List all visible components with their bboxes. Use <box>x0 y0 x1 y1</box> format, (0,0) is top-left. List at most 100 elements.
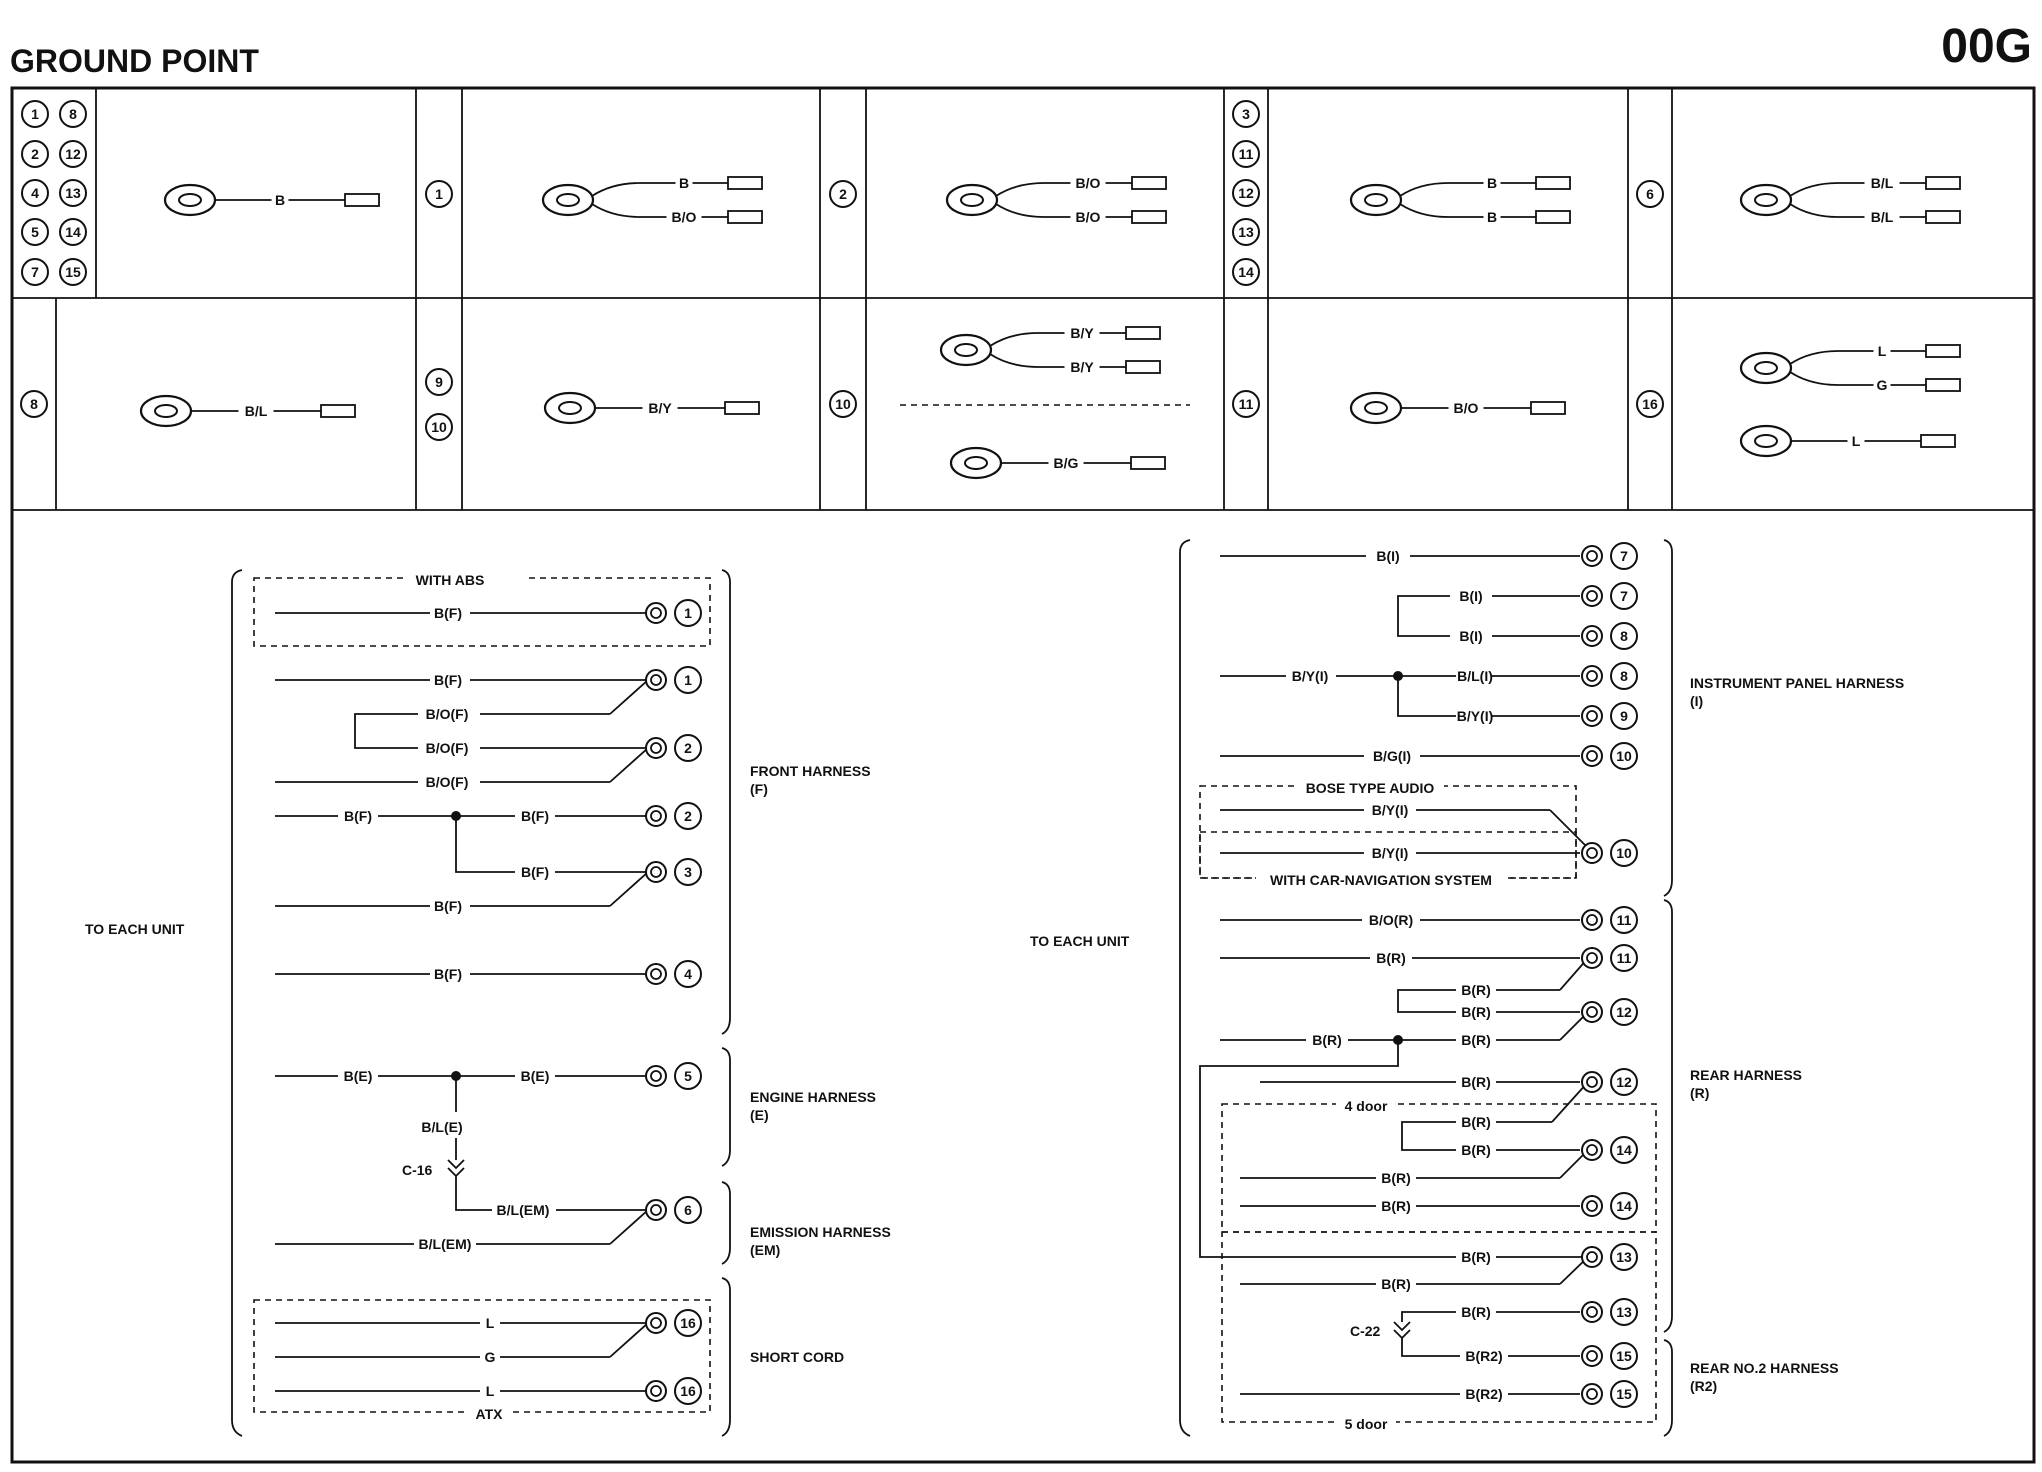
left-ground-3-id-label: 2 <box>684 808 692 824</box>
right-ground-10: 12 <box>1581 1068 1638 1096</box>
cell2-wire-b: B/O <box>1044 209 1167 225</box>
ground-id-10: 10 <box>829 390 857 418</box>
left-wiring: WITH ABS B(F) B(F) B/O(F) B/O(F) B/O(F) … <box>253 570 711 1422</box>
svg-text:(E): (E) <box>750 1107 769 1123</box>
cell9-eyelet <box>1739 351 1793 385</box>
cell4-eyelet <box>1739 183 1793 217</box>
ground-id-15-label: 15 <box>65 264 81 280</box>
ground-id-8: 8 <box>59 100 87 128</box>
left-ground-5: 4 <box>645 960 702 988</box>
left-ground-5-id: 4 <box>674 960 702 988</box>
svg-text:B/Y(I): B/Y(I) <box>1372 802 1409 818</box>
svg-text:C-16: C-16 <box>402 1162 433 1178</box>
svg-text:B/Y(I): B/Y(I) <box>1457 708 1494 724</box>
ground-id-8-label: 8 <box>30 396 38 412</box>
cell9-fork <box>1789 350 1839 386</box>
svg-text:B(R): B(R) <box>1461 1004 1491 1020</box>
ground-id-1: 1 <box>425 180 453 208</box>
right-ground-13-id-label: 13 <box>1616 1249 1632 1265</box>
svg-text:B/O(F): B/O(F) <box>426 706 469 722</box>
left-ground-1-id: 1 <box>674 666 702 694</box>
ground-id-2-label: 2 <box>839 186 847 202</box>
cell8-wire-label: B/O <box>1454 400 1479 416</box>
svg-text:B(R): B(R) <box>1461 1142 1491 1158</box>
cell7-wire-a: B/Y <box>1038 325 1161 341</box>
ground-id-6: 6 <box>1636 180 1664 208</box>
right-ground-4-id: 9 <box>1610 702 1638 730</box>
left-ground-1-id-label: 1 <box>684 672 692 688</box>
right-ground-16-id-label: 15 <box>1616 1386 1632 1402</box>
svg-text:G: G <box>485 1349 496 1365</box>
cell1-wire-b-label: B/O <box>672 209 697 225</box>
cell9b-eyelet <box>1739 424 1793 458</box>
ground-id-10-label: 10 <box>431 419 447 435</box>
svg-text:WITH CAR-NAVIGATION SYSTEM: WITH CAR-NAVIGATION SYSTEM <box>1270 872 1492 888</box>
svg-text:B(F): B(F) <box>521 808 549 824</box>
left-ground-9-id-label: 16 <box>680 1383 696 1399</box>
right-ground-12-id-label: 14 <box>1616 1198 1632 1214</box>
right-ground-8-id-label: 11 <box>1617 950 1632 966</box>
svg-text:EMISSION HARNESS: EMISSION HARNESS <box>750 1224 891 1240</box>
ground-id-3: 3 <box>1232 100 1260 128</box>
svg-text:B(I): B(I) <box>1376 548 1399 564</box>
right-ground-6: 10 <box>1581 839 1638 867</box>
cell4-wire-a-label: B/L <box>1871 175 1894 191</box>
cell1-wire-a: B <box>640 175 763 191</box>
right-ground-0: 7 <box>1581 542 1638 570</box>
svg-text:B(R): B(R) <box>1381 1198 1411 1214</box>
svg-text:4 door: 4 door <box>1345 1098 1388 1114</box>
svg-text:B/L(EM): B/L(EM) <box>497 1202 550 1218</box>
right-ground-16: 15 <box>1581 1380 1638 1408</box>
svg-text:B(E): B(E) <box>344 1068 373 1084</box>
cell9-wire-a-label: L <box>1878 343 1887 359</box>
left-ground-0: 1 <box>645 599 702 627</box>
svg-text:B(F): B(F) <box>434 966 462 982</box>
ground-id-6-label: 6 <box>1646 186 1654 202</box>
svg-text:B/O(R): B/O(R) <box>1369 912 1413 928</box>
left-ground-7: 6 <box>645 1196 702 1224</box>
cell9b-wire: L <box>1791 433 1956 449</box>
cell7-eyelet <box>939 333 993 367</box>
ground-id-5-label: 5 <box>31 224 39 240</box>
cell2-wire-a-label: B/O <box>1076 175 1101 191</box>
right-ground-12: 14 <box>1581 1192 1638 1220</box>
svg-text:B(R): B(R) <box>1461 1304 1491 1320</box>
left-ground-5-id-label: 4 <box>684 966 692 982</box>
right-ground-1-id: 7 <box>1610 582 1638 610</box>
cell4-wire-b-label: B/L <box>1871 209 1894 225</box>
svg-text:FRONT HARNESS: FRONT HARNESS <box>750 763 871 779</box>
right-ground-2-id: 8 <box>1610 622 1638 650</box>
right-ground-7-id: 11 <box>1610 906 1638 934</box>
atx-box <box>253 1299 711 1413</box>
right-ground-8: 11 <box>1581 944 1638 972</box>
ground-id-4-label: 4 <box>31 185 39 201</box>
left-unit-brace <box>231 569 243 1437</box>
svg-text:B(R): B(R) <box>1461 1249 1491 1265</box>
right-ground-9-id: 12 <box>1610 998 1638 1026</box>
ground-id-10-label: 10 <box>835 396 851 412</box>
cell3-eyelet <box>1349 183 1403 217</box>
ground-id-2: 2 <box>21 140 49 168</box>
left-ground-0-id: 1 <box>674 599 702 627</box>
right-ground-15: 15 <box>1581 1342 1638 1370</box>
svg-text:B(E): B(E) <box>521 1068 550 1084</box>
svg-text:BOSE TYPE AUDIO: BOSE TYPE AUDIO <box>1306 780 1435 796</box>
cell6-eyelet <box>543 391 597 425</box>
right-ground-1-id-label: 7 <box>1620 588 1628 604</box>
right-ground-14-id: 13 <box>1610 1298 1638 1326</box>
ground-id-12: 12 <box>1232 179 1260 207</box>
ground-id-13: 13 <box>1232 218 1260 246</box>
right-ground-11: 14 <box>1581 1136 1638 1164</box>
ground-id-9-label: 9 <box>435 374 443 390</box>
ground-id-15: 15 <box>59 258 87 286</box>
ground-id-2-label: 2 <box>31 146 39 162</box>
ground-id-9: 9 <box>425 368 453 396</box>
svg-text:C-22: C-22 <box>1350 1323 1381 1339</box>
ground-id-11-label: 11 <box>1239 146 1254 162</box>
cell6-wire: B/Y <box>595 400 760 416</box>
left-ground-8-id-label: 16 <box>680 1315 696 1331</box>
cell9-wire-a: L <box>1838 343 1961 359</box>
right-ground-3-id-label: 8 <box>1620 668 1628 684</box>
5door-box <box>1221 1231 1657 1423</box>
